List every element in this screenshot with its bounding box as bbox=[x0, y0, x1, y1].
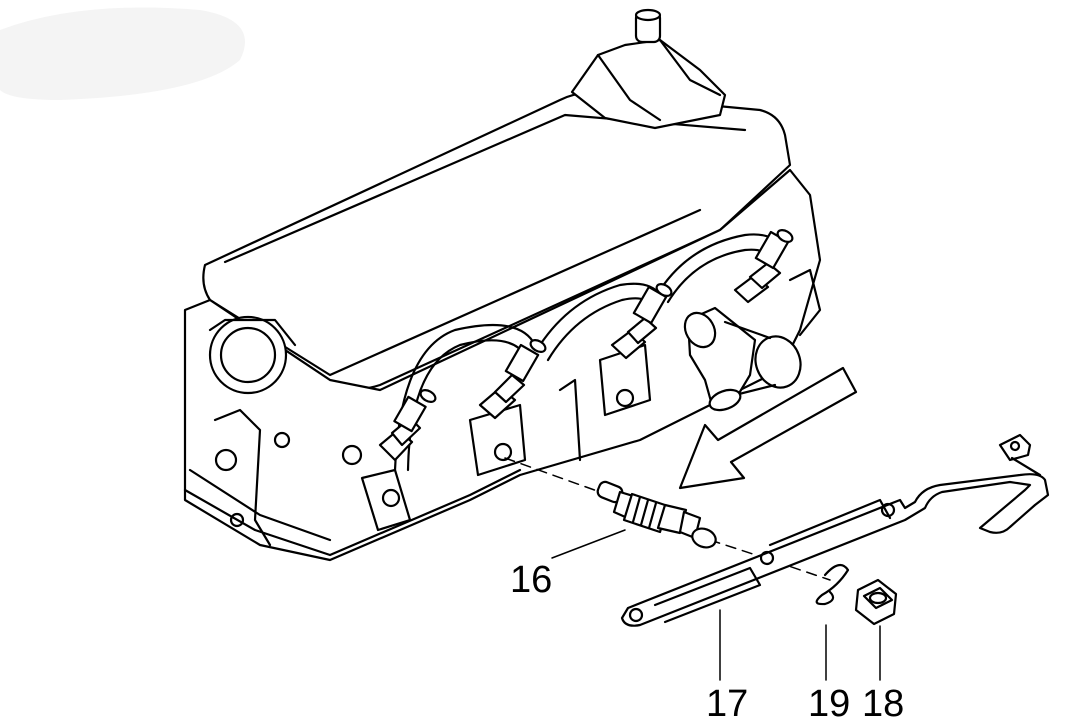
glow-plug-installed-3 bbox=[610, 283, 673, 360]
nut-part-18 bbox=[854, 578, 898, 626]
glow-plug-part-16 bbox=[596, 480, 717, 549]
callout-19: 19 bbox=[808, 683, 850, 718]
callout-17: 17 bbox=[706, 683, 748, 718]
glow-plug-installed-1 bbox=[378, 389, 437, 462]
location-arrow bbox=[678, 366, 858, 490]
glow-plug-installed-4 bbox=[733, 229, 794, 304]
leader-16 bbox=[551, 529, 626, 559]
bus-bar-part-17 bbox=[620, 433, 1050, 627]
glow-plug-installed-2 bbox=[478, 339, 547, 420]
callout-18: 18 bbox=[862, 683, 904, 718]
callout-16: 16 bbox=[510, 559, 552, 601]
scan-smudge bbox=[0, 7, 245, 100]
cylinder-head bbox=[183, 8, 822, 562]
clip-part-19 bbox=[815, 563, 850, 606]
coolant-elbow bbox=[683, 306, 802, 412]
